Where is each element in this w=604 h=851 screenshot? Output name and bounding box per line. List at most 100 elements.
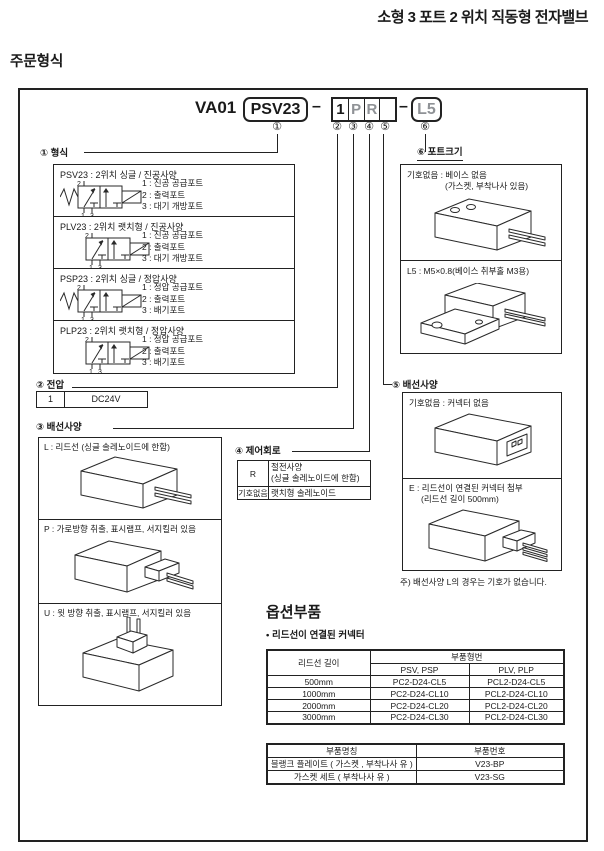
section-port-label: ⑥ 포트크기 [417,144,463,161]
type-item-plv23: PLV23 : 2위치 랫치형 / 진공사양 2 1 3 1 : 진공 공급포트… [54,217,294,269]
col-lead-length: 리드선 길이 [266,649,371,676]
wiring-item-u: U : 윗 방향 취출, 표시램프, 서지킬러 있음 [39,604,221,707]
connector-note: 주) 배선사양 L의 경우는 기호가 없습니다. [400,577,547,587]
model-port-box: L5 [411,97,442,122]
callout-4: ④ [364,121,374,133]
svg-text:2: 2 [77,285,81,292]
type-title: PLV23 : 2위치 랫치형 / 진공사양 [60,222,184,232]
port-item-none: 기호없음 : 베이스 없음 (가스켓, 부착나사 있음) [401,165,561,261]
svg-text:2: 2 [85,233,89,240]
type-title: PSP23 : 2위치 싱글 / 정압사양 [60,274,177,284]
type-title: PSV23 : 2위치 싱글 / 진공사양 [60,170,177,180]
options-bullet: • 리드선이 연결된 커넥터 [266,630,365,641]
port-list: 1 : 정압 공급포트 2 : 출력포트 3 : 배기포트 [142,334,204,367]
section-connector-label: ⑤ 배선사양 [392,380,438,391]
model-option-cells: 1 P R [331,97,397,122]
model-cell-wiring: P [347,99,364,120]
leader-line-5 [383,134,384,385]
leader-line-5h [383,384,392,385]
circuit-table: R 절전사양 (싱글 솔레노이드에 한함) 기호없음 랫치형 솔레노이드 [237,460,371,500]
col-part-number-group: 부품형번 [369,649,565,664]
doc-title: 소형 3 포트 2 위치 직동형 전자밸브 [377,9,588,26]
connector-box-list: 기호없음 : 커넥터 없음 E : 리드선이 연결된 커넥터 첨부 (리드선 길… [402,392,562,571]
section-voltage-label: ② 전압 [36,380,65,391]
leader-line-6 [425,134,426,152]
type-title: PLP23 : 2위치 랫치형 / 정압사양 [60,326,185,336]
iso-no-base-valve-icon [434,198,546,251]
leader-line-1 [277,134,278,153]
type-item-psv23: PSV23 : 2위치 싱글 / 진공사양 2 1 3 1 : 진공 공급포트 … [54,165,294,217]
col-part-name: 부품명칭 [266,743,417,758]
svg-text:2: 2 [85,337,89,344]
section-circuit-label: ④ 제어회로 [235,446,281,457]
type-box-list: PSV23 : 2위치 싱글 / 진공사양 2 1 3 1 : 진공 공급포트 … [53,164,295,374]
options-heading: 옵션부품 [266,604,322,621]
port-list: 1 : 진공 공급포트 2 : 출력포트 3 : 대기 개방포트 [142,230,204,263]
type-item-plp23: PLP23 : 2위치 랫치형 / 정압사양 2 1 3 1 : 정압 공급포트… [54,321,294,373]
wiring-box-list: L : 리드선 (싱글 솔레노이드에 한함) P : 가로방향 취출, 표시램프… [38,437,222,706]
leader-line-4 [369,134,370,452]
model-cell-connector [379,99,395,120]
valve-symbol-single-icon: 2 1 3 [60,285,142,321]
circuit-desc: 절전사양 (싱글 솔레노이드에 한함) [271,462,360,483]
leader-line-1h [84,152,278,153]
accessory-part-table: 부품명칭 부품번호 블랭크 플레이트 ( 가스켓 , 부착나사 유 )V23-B… [266,743,565,785]
model-dash-2: – [399,98,408,115]
wiring-item-l: L : 리드선 (싱글 솔레노이드에 한함) [39,438,221,520]
leader-line-4h [292,451,370,452]
iso-connector-leads-valve-icon [428,509,548,562]
order-format-heading: 주문형식 [10,54,64,70]
voltage-code: 1 [37,392,65,407]
circuit-code: 기호없음 [238,487,269,499]
port-list: 1 : 진공 공급포트 2 : 출력포트 3 : 대기 개방포트 [142,178,204,211]
port-list: 1 : 정압 공급포트 2 : 출력포트 3 : 배기포트 [142,282,204,315]
voltage-table: 1 DC24V [36,391,148,408]
iso-no-connector-valve-icon [434,413,532,466]
model-prefix: VA01 [195,98,237,117]
model-cell-voltage: 1 [336,101,345,118]
svg-text:3: 3 [98,369,102,373]
leader-line-3 [353,134,354,429]
diagram-frame [18,88,588,842]
svg-text:2: 2 [77,181,81,188]
connector-item-none: 기호없음 : 커넥터 없음 [403,393,561,479]
valve-symbol-latch-icon: 2 1 3 [85,233,150,269]
leader-line-2 [337,134,338,388]
callout-1: ① [272,121,282,133]
iso-side-connector-valve-icon [74,540,194,593]
iso-top-connector-valve-icon [82,617,174,692]
model-cell-circuit: R [363,99,380,120]
iso-lead-wire-valve-icon [80,456,192,509]
table-row: 가스켓 세트 ( 부착나사 유 )V23-SG [266,770,565,785]
connector-item-e: E : 리드선이 연결된 커넥터 첨부 (리드선 길이 500mm) [403,479,561,572]
type-item-psp23: PSP23 : 2위치 싱글 / 정압사양 2 1 3 1 : 정압 공급포트 … [54,269,294,321]
valve-symbol-single-icon: 2 1 3 [60,181,142,217]
table-row: 블랭크 플레이트 ( 가스켓 , 부착나사 유 )V23-BP [266,757,565,771]
callout-6: ⑥ [420,121,430,133]
leader-line-3h [113,428,354,429]
callout-5: ⑤ [380,121,390,133]
callout-3: ③ [348,121,358,133]
callout-2: ② [332,121,342,133]
svg-text:3: 3 [98,265,102,269]
voltage-value: DC24V [91,394,121,404]
circuit-desc: 랫치형 솔레노이드 [271,488,336,498]
svg-text:1: 1 [81,213,85,217]
model-dash-1: – [312,98,321,115]
model-type-box: PSV23 [243,97,308,122]
col-psv-psp: PSV, PSP [369,663,470,676]
port-box-list: 기호없음 : 베이스 없음 (가스켓, 부착나사 있음) L5 : M5×0.8… [400,164,562,354]
wiring-item-p: P : 가로방향 취출, 표시램프, 서지킬러 있음 [39,520,221,604]
leader-line-2h [72,387,338,388]
svg-text:3: 3 [90,213,94,217]
valve-symbol-latch-icon: 2 1 3 [85,337,150,373]
col-plv-plp: PLV, PLP [468,663,565,676]
section-wiring-label: ③ 배선사양 [36,422,82,433]
svg-text:1: 1 [81,317,85,321]
